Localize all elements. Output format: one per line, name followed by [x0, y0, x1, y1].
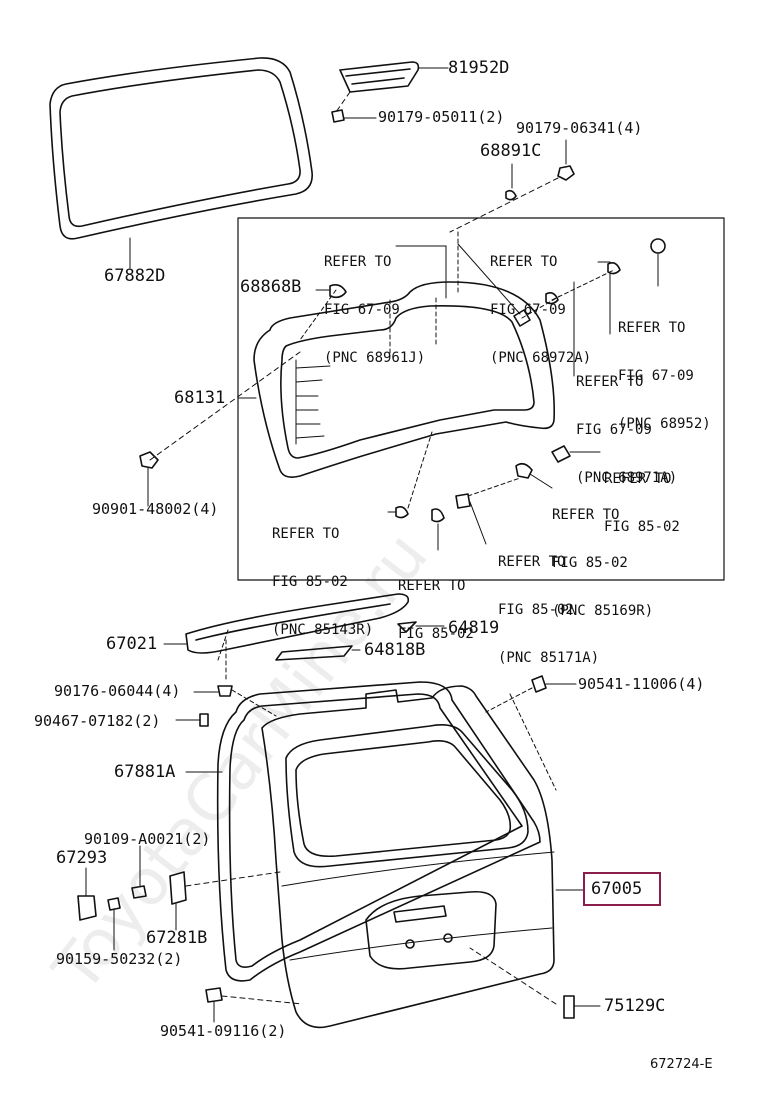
label-68891C[interactable]: 68891C	[480, 141, 542, 161]
label-67882D[interactable]: 67882D	[104, 266, 166, 286]
refer-note-85171A[interactable]: REFER TO FIG 85-02 (PNC 85171A)	[498, 522, 599, 682]
refer-line: (PNC 68972A)	[490, 350, 592, 366]
refer-note-85143R[interactable]: REFER TO FIG 85-02 (PNC 85143R)	[272, 494, 373, 654]
refer-line: FIG 85-02	[604, 519, 680, 535]
label-90541-09116[interactable]: 90541-09116(2)	[160, 1022, 287, 1040]
door-weatherstrip-67881A	[216, 681, 541, 982]
refer-note-fig-85-02-a[interactable]: REFER TO FIG 85-02	[604, 439, 680, 551]
garnish-67021	[185, 593, 410, 654]
label-90901-48002[interactable]: 90901-48002(4)	[92, 500, 219, 518]
refer-note-85169R[interactable]: REFER TO FIG 85-02 (PNC 85169R)	[552, 475, 653, 635]
label-64818B[interactable]: 64818B	[364, 640, 426, 660]
refer-line: FIG 85-02	[398, 626, 474, 642]
label-90541-11006[interactable]: 90541-11006(4)	[578, 675, 705, 693]
refer-line: FIG 85-02	[498, 602, 574, 618]
refer-note-68961J[interactable]: REFER TO FIG 67-09 (PNC 68961J)	[324, 222, 425, 382]
refer-line: (PNC 85143R)	[272, 622, 374, 638]
refer-line: FIG 85-02	[552, 555, 628, 571]
refer-line: REFER TO	[576, 374, 644, 390]
refer-note-fig-85-02-b[interactable]: REFER TO FIG 85-02	[398, 546, 474, 658]
refer-line: REFER TO	[618, 320, 686, 336]
refer-line: REFER TO	[552, 507, 620, 523]
label-67021[interactable]: 67021	[106, 634, 158, 654]
refer-line: (PNC 85169R)	[552, 603, 654, 619]
refer-line: REFER TO	[398, 578, 466, 594]
label-90176-06044[interactable]: 90176-06044(4)	[54, 682, 181, 700]
label-90109-A0021[interactable]: 90109-A0021(2)	[84, 830, 211, 848]
label-81952D[interactable]: 81952D	[448, 58, 510, 78]
refer-line: REFER TO	[604, 471, 672, 487]
refer-note-68971A[interactable]: REFER TO FIG 67-09 (PNC 68971A)	[576, 342, 677, 502]
refer-line: FIG 85-02	[272, 574, 348, 590]
refer-line: (PNC 68971A)	[576, 470, 678, 486]
back-door-trim-68131	[253, 281, 556, 478]
refer-line: (PNC 85171A)	[498, 650, 600, 666]
diagram-id: 672724-E	[650, 1057, 713, 1072]
label-75129C[interactable]: 75129C	[604, 996, 666, 1016]
label-90179-05011[interactable]: 90179-05011(2)	[378, 108, 505, 126]
refer-line: FIG 67-09	[618, 368, 694, 384]
refer-note-68972A[interactable]: REFER TO FIG 67-09 (PNC 68972A)	[490, 222, 591, 382]
refer-line: FIG 67-09	[490, 302, 566, 318]
stop-lamp-cover-81952D	[339, 61, 420, 93]
back-door-panel-67005	[261, 685, 555, 1029]
refer-line: REFER TO	[498, 554, 566, 570]
label-90467-07182[interactable]: 90467-07182(2)	[34, 712, 161, 730]
label-90179-06341[interactable]: 90179-06341(4)	[516, 119, 643, 137]
highlight-box-67005	[583, 872, 661, 906]
glass-weatherstrip-67882D	[49, 57, 313, 240]
refer-line: FIG 67-09	[576, 422, 652, 438]
refer-line: REFER TO	[324, 254, 392, 270]
label-67293[interactable]: 67293	[56, 848, 108, 868]
label-67005[interactable]: 67005	[591, 879, 643, 899]
refer-line: FIG 67-09	[324, 302, 400, 318]
label-68868B[interactable]: 68868B	[240, 277, 302, 297]
refer-note-68952[interactable]: REFER TO FIG 67-09 (PNC 68952)	[618, 288, 711, 448]
refer-line: REFER TO	[272, 526, 340, 542]
label-67881A[interactable]: 67881A	[114, 762, 176, 782]
refer-line: (PNC 68961J)	[324, 350, 426, 366]
label-64819[interactable]: 64819	[448, 618, 500, 638]
inset-frame	[237, 217, 725, 581]
label-67281B[interactable]: 67281B	[146, 928, 208, 948]
refer-line: (PNC 68952)	[618, 416, 711, 432]
refer-line: REFER TO	[490, 254, 558, 270]
label-90159-50232[interactable]: 90159-50232(2)	[56, 950, 183, 968]
label-68131[interactable]: 68131	[174, 388, 226, 408]
